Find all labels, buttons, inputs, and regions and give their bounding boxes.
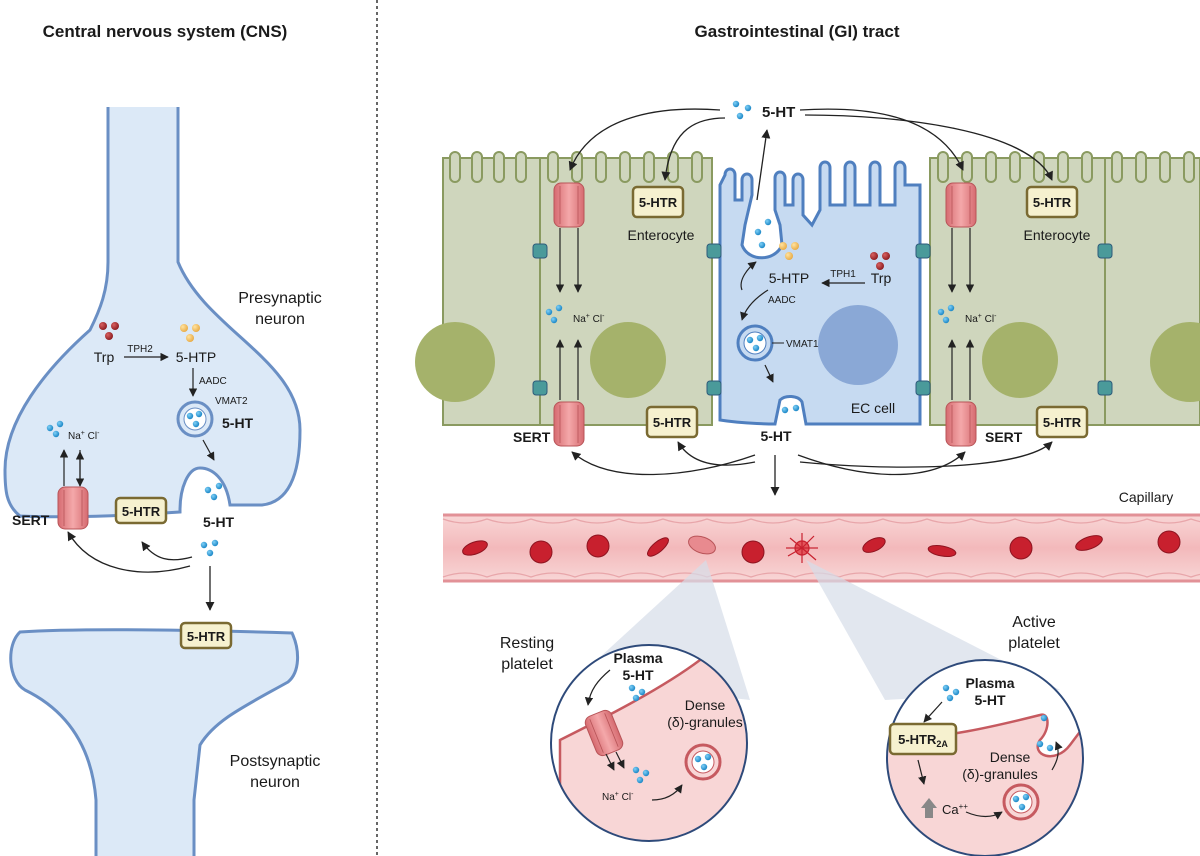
htp-molecules — [180, 324, 200, 342]
resting-platelet-in-vessel — [688, 535, 716, 555]
resting-plasma-5ht-label: 5-HT — [622, 667, 654, 683]
resting-dense-granule — [684, 743, 722, 781]
sert-apical-left — [553, 182, 585, 228]
tph2-label: TPH2 — [127, 344, 153, 355]
presynaptic-label-2: neuron — [255, 311, 305, 328]
svg-text:5-HTR: 5-HTR — [639, 195, 678, 210]
htr-receptor-bottom-left: 5-HTR — [645, 405, 699, 439]
htr-receptor-bottom-right: 5-HTR — [1035, 405, 1089, 439]
active-plasma-serotonin — [942, 684, 960, 702]
cleft-serotonin — [200, 539, 219, 557]
serotonin-vesicle — [176, 400, 214, 438]
active-dense-label-1: Dense — [990, 749, 1031, 765]
red-blood-cells — [462, 530, 1181, 564]
aadc-label: AADC — [199, 376, 227, 387]
active-plasma-label: Plasma — [965, 675, 1014, 691]
enterocyte-nuclei — [415, 322, 1200, 402]
ec-trp-molecules — [870, 252, 890, 270]
vesicle-5ht-label: 5-HT — [222, 415, 254, 431]
htr-receptor-top-right: 5-HTR — [1025, 185, 1079, 219]
postsynaptic-neuron — [9, 628, 299, 856]
active-dense-granule — [1002, 783, 1040, 821]
sert-apical-right — [945, 182, 977, 228]
na-cl-dots-right — [937, 304, 955, 324]
ec-basal-serotonin — [781, 404, 800, 414]
trp-molecules — [99, 322, 119, 340]
cleft-5ht-label: 5-HT — [203, 514, 235, 530]
ec-cell-label: EC cell — [851, 400, 895, 416]
svg-text:5-HTR2A: 5-HTR2A — [898, 732, 948, 749]
sert-basal-right — [945, 401, 977, 447]
active-label-1: Active — [1012, 614, 1056, 631]
gi-title: Gastrointestinal (GI) tract — [695, 22, 900, 41]
sert-basal-left — [553, 401, 585, 447]
ec-nucleus — [818, 305, 898, 385]
ec-htp-molecules — [779, 242, 799, 260]
lumen-5ht-label: 5-HT — [762, 104, 795, 121]
tph1-label: TPH1 — [830, 269, 856, 280]
enterocyte-label-left: Enterocyte — [628, 227, 695, 243]
htr2a-receptor: 5-HTR2A — [888, 722, 958, 756]
resting-plasma-label: Plasma — [613, 650, 662, 666]
ec-vesicle — [736, 324, 774, 362]
active-dense-label-2: (δ)-granules — [962, 766, 1037, 782]
active-label-2: platelet — [1008, 635, 1060, 652]
na-cl-label-right: Na+ Cl- — [965, 313, 997, 325]
ec-aadc-label: AADC — [768, 295, 796, 306]
sert-label-right: SERT — [985, 429, 1023, 445]
postsynaptic-label-1: Postsynaptic — [230, 753, 321, 770]
ec-cell — [718, 160, 922, 426]
svg-text:5-HTR: 5-HTR — [122, 504, 161, 519]
capillary-label: Capillary — [1119, 489, 1173, 505]
platelet-na-cl-dots — [632, 766, 650, 784]
sert-platelet — [584, 709, 624, 757]
resting-platelet-zoom — [550, 644, 748, 842]
platelet-na-cl-label: Na+ Cl- — [602, 791, 634, 803]
lumen-serotonin — [732, 100, 752, 120]
presynaptic-neuron — [3, 98, 302, 519]
tight-junctions — [532, 243, 1113, 396]
na-cl-dots-cns — [46, 420, 64, 438]
resting-dense-label-1: Dense — [685, 697, 726, 713]
sert-label-left: SERT — [513, 429, 551, 445]
ec-basal-5ht-label: 5-HT — [760, 428, 792, 444]
microvilli — [449, 151, 1195, 183]
resting-label-2: platelet — [501, 656, 553, 673]
svg-text:5-HTR: 5-HTR — [1033, 195, 1072, 210]
htp-label: 5-HTP — [176, 349, 216, 365]
calcium-label: Ca++ — [942, 802, 968, 817]
presynaptic-label-1: Presynaptic — [238, 290, 322, 307]
htr-receptor-top-left: 5-HTR — [631, 185, 685, 219]
svg-text:5-HTR: 5-HTR — [187, 629, 226, 644]
active-plasma-5ht-label: 5-HT — [974, 692, 1006, 708]
resting-label-1: Resting — [500, 635, 554, 652]
cns-title: Central nervous system (CNS) — [43, 22, 288, 41]
ec-htp-label: 5-HTP — [769, 270, 809, 286]
enterocyte-label-right: Enterocyte — [1024, 227, 1091, 243]
sert-label-cns: SERT — [12, 512, 50, 528]
svg-text:5-HTR: 5-HTR — [653, 415, 692, 430]
calcium-up-arrow-icon — [921, 798, 937, 818]
vmat1-label: VMAT1 — [786, 339, 819, 350]
active-released-serotonin — [1036, 714, 1054, 752]
ec-apical-serotonin — [754, 218, 772, 249]
na-cl-label-cns: Na+ Cl- — [68, 430, 100, 442]
htr-receptor-postsynaptic: 5-HTR — [179, 621, 233, 650]
postsynaptic-label-2: neuron — [250, 774, 300, 791]
resting-plasma-serotonin — [628, 684, 646, 702]
released-serotonin — [204, 482, 223, 501]
active-platelet-in-vessel — [786, 533, 818, 563]
sert-transporter-cns — [57, 486, 89, 530]
htr-receptor-presynaptic: 5-HTR — [114, 496, 168, 525]
resting-dense-label-2: (δ)-granules — [667, 714, 742, 730]
trp-label: Trp — [94, 349, 115, 365]
na-cl-dots-left — [545, 304, 563, 324]
svg-text:5-HTR: 5-HTR — [1043, 415, 1082, 430]
vmat2-label: VMAT2 — [215, 396, 248, 407]
ec-trp-label: Trp — [871, 270, 892, 286]
capillary — [442, 513, 1200, 583]
na-cl-label-left: Na+ Cl- — [573, 313, 605, 325]
